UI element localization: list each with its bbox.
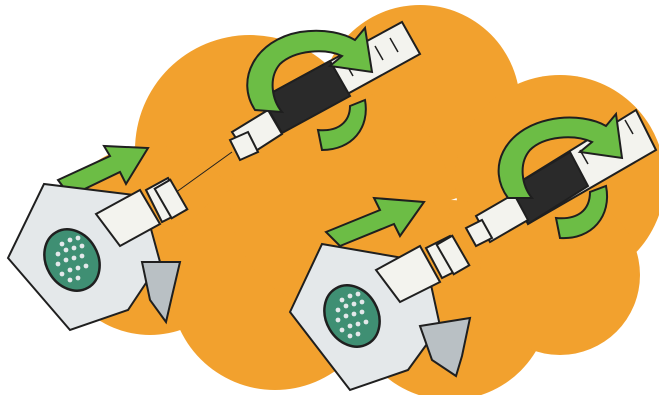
illustration-canvas <box>0 0 659 395</box>
syringe-filter-attachment-illustration <box>0 0 659 395</box>
